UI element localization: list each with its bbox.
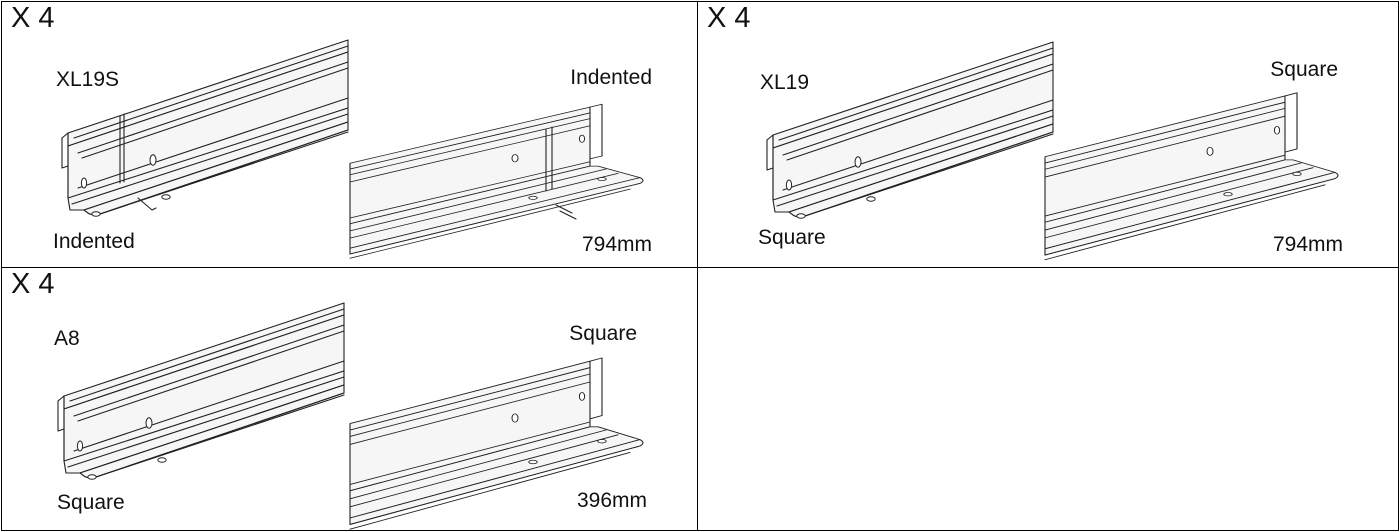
rail-right-end-illustration [1044,92,1339,261]
panel-a8: X 4 A8 Square Square 396mm [1,267,698,531]
empty-panel [697,267,1399,531]
rail-right-end-illustration [349,103,644,259]
end-type-right: Square [569,322,637,345]
profile-code: XL19S [56,68,120,91]
panel-xl19s: X 4 XL19S Indented Indented 794mm [1,1,698,268]
rail-right-end-illustration [349,357,644,530]
end-type-right: Indented [570,66,652,89]
quantity-label: X 4 [11,268,55,300]
rail-left-end-illustration [766,41,1054,219]
rail-left-end-illustration [61,39,349,217]
end-type-left: Square [57,491,125,514]
profile-code: XL19 [760,71,810,94]
quantity-label: X 4 [707,2,751,34]
length-label: 396mm [576,489,647,512]
quantity-label: X 4 [11,2,55,34]
rail-left-end-illustration [57,302,345,480]
length-label: 794mm [1272,233,1343,256]
end-type-right: Square [1270,58,1338,81]
end-type-left: Indented [53,230,135,253]
panel-xl19: X 4 XL19 Square Square 794mm [697,1,1399,268]
end-type-left: Square [758,226,826,249]
profile-code: A8 [54,327,80,350]
length-label: 794mm [581,233,652,256]
